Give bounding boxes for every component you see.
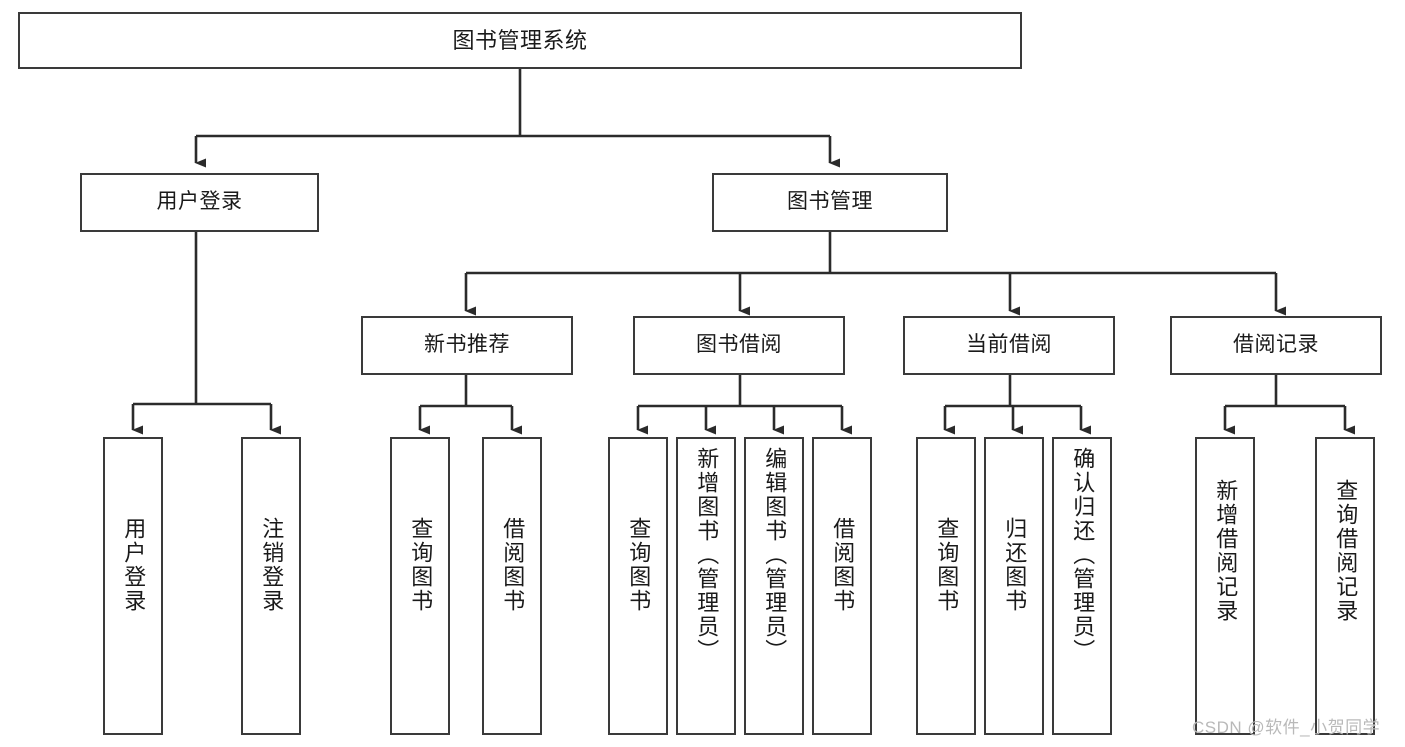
node-user-login[interactable]: 用户登录 (80, 173, 319, 232)
node-book-borrow[interactable]: 图书借阅 (633, 316, 845, 375)
leaf-return-book[interactable]: 归还图书 (984, 437, 1044, 735)
leaf-edit-book-admin[interactable]: 编辑图书（管理员） (744, 437, 804, 735)
node-label: 图书借阅 (696, 333, 782, 357)
node-label: 新增借阅记录 (1213, 479, 1239, 623)
node-label: 注销登录 (259, 517, 285, 613)
leaf-borrow-book-recommend[interactable]: 借阅图书 (482, 437, 542, 735)
node-label: 借阅图书 (830, 517, 856, 613)
node-label: 用户登录 (121, 517, 147, 613)
node-label: 图书管理系统 (452, 27, 588, 53)
leaf-query-book-recommend[interactable]: 查询图书 (390, 437, 450, 735)
node-book-management[interactable]: 图书管理 (712, 173, 948, 232)
csdn-watermark: CSDN @软件_小贺同学 (1192, 718, 1381, 737)
node-label: 当前借阅 (966, 333, 1052, 357)
leaf-add-book-admin[interactable]: 新增图书（管理员） (676, 437, 736, 735)
node-current-borrow[interactable]: 当前借阅 (903, 316, 1115, 375)
node-label: 查询图书 (408, 517, 434, 613)
leaf-borrow-book-borrow[interactable]: 借阅图书 (812, 437, 872, 735)
node-borrow-record[interactable]: 借阅记录 (1170, 316, 1382, 375)
node-label: 确认归还（管理员） (1070, 447, 1096, 663)
leaf-query-book-borrow[interactable]: 查询图书 (608, 437, 668, 735)
leaf-confirm-return-admin[interactable]: 确认归还（管理员） (1052, 437, 1112, 735)
node-label: 查询图书 (626, 517, 652, 613)
leaf-logout[interactable]: 注销登录 (241, 437, 301, 735)
node-label: 借阅图书 (500, 517, 526, 613)
leaf-query-book-current[interactable]: 查询图书 (916, 437, 976, 735)
node-label: 查询图书 (934, 517, 960, 613)
node-label: 新书推荐 (424, 333, 510, 357)
node-label: 借阅记录 (1233, 333, 1319, 357)
node-root-system[interactable]: 图书管理系统 (18, 12, 1022, 69)
leaf-user-login[interactable]: 用户登录 (103, 437, 163, 735)
node-label: 编辑图书（管理员） (762, 447, 788, 663)
node-label: 新增图书（管理员） (694, 447, 720, 663)
node-new-book-recommend[interactable]: 新书推荐 (361, 316, 573, 375)
node-label: 图书管理 (787, 190, 873, 214)
node-label: 归还图书 (1002, 517, 1028, 613)
leaf-query-borrow-record[interactable]: 查询借阅记录 (1315, 437, 1375, 735)
node-label: 查询借阅记录 (1333, 479, 1359, 623)
node-label: 用户登录 (156, 190, 243, 214)
leaf-add-borrow-record[interactable]: 新增借阅记录 (1195, 437, 1255, 735)
